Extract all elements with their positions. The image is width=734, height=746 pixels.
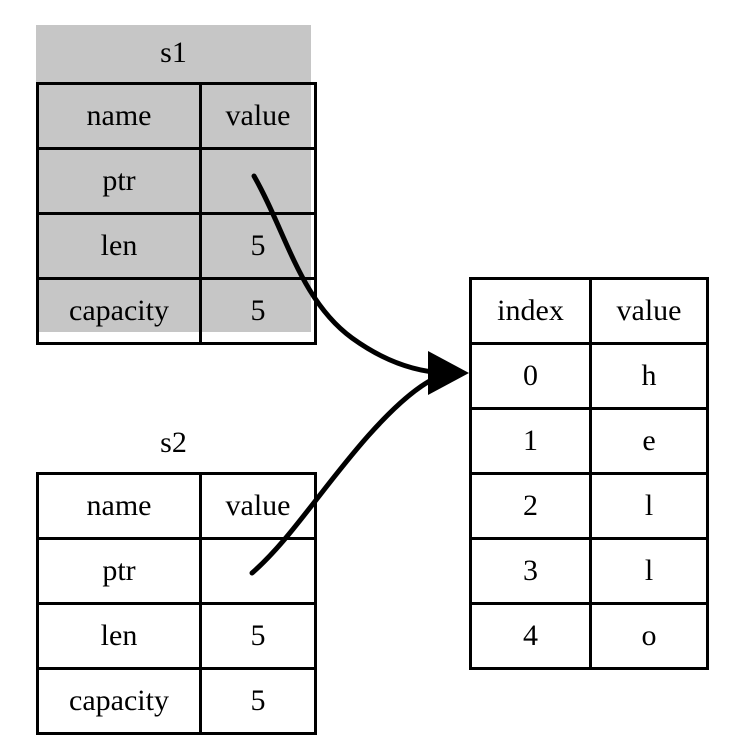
buffer-row-2-value: l	[589, 472, 709, 540]
s2-caption: s2	[160, 426, 187, 459]
buffer-row-3-value: l	[589, 537, 709, 605]
s2-header-value: value	[199, 472, 317, 540]
buffer-row-0-index: 0	[469, 342, 592, 410]
table-row: 0 h	[469, 342, 709, 410]
arrowhead-icon	[428, 351, 469, 395]
table-row: len 5	[36, 212, 317, 280]
s2-row-capacity-value: 5	[199, 667, 317, 735]
table-row: ptr	[36, 537, 317, 605]
s2-row-capacity-name: capacity	[36, 667, 202, 735]
s2-header-name: name	[36, 472, 202, 540]
s1-row-len-value: 5	[199, 212, 317, 280]
table-row: 3 l	[469, 537, 709, 605]
table-row: len 5	[36, 602, 317, 670]
buffer-row-3-index: 3	[469, 537, 592, 605]
table-row: capacity 5	[36, 277, 317, 345]
buffer-header-value: value	[589, 277, 709, 345]
buffer-row-2-index: 2	[469, 472, 592, 540]
s2-row-len-name: len	[36, 602, 202, 670]
s1-row-capacity-value: 5	[199, 277, 317, 345]
table-row: index value	[469, 277, 709, 345]
s1-header-name: name	[36, 82, 202, 150]
s2-row-ptr-value	[199, 537, 317, 605]
table-row: name value	[36, 472, 317, 540]
s1-row-ptr-name: ptr	[36, 147, 202, 215]
buffer-row-4-index: 4	[469, 602, 592, 670]
table-row: 4 o	[469, 602, 709, 670]
s1-struct-table: name value ptr len 5 capacity 5	[36, 82, 317, 345]
s1-row-ptr-value	[199, 147, 317, 215]
s2-row-len-value: 5	[199, 602, 317, 670]
buffer-table: index value 0 h 1 e 2 l 3 l 4 o	[469, 277, 709, 670]
s1-caption: s1	[160, 36, 187, 69]
buffer-row-0-value: h	[589, 342, 709, 410]
table-row: 1 e	[469, 407, 709, 475]
table-row: ptr	[36, 147, 317, 215]
table-row: 2 l	[469, 472, 709, 540]
s2-struct-table: name value ptr len 5 capacity 5	[36, 472, 317, 735]
s2-row-ptr-name: ptr	[36, 537, 202, 605]
table-row: capacity 5	[36, 667, 317, 735]
buffer-header-index: index	[469, 277, 592, 345]
table-row: name value	[36, 82, 317, 150]
buffer-row-1-index: 1	[469, 407, 592, 475]
s1-row-capacity-name: capacity	[36, 277, 202, 345]
s1-row-len-name: len	[36, 212, 202, 280]
buffer-row-4-value: o	[589, 602, 709, 670]
s1-header-value: value	[199, 82, 317, 150]
buffer-row-1-value: e	[589, 407, 709, 475]
